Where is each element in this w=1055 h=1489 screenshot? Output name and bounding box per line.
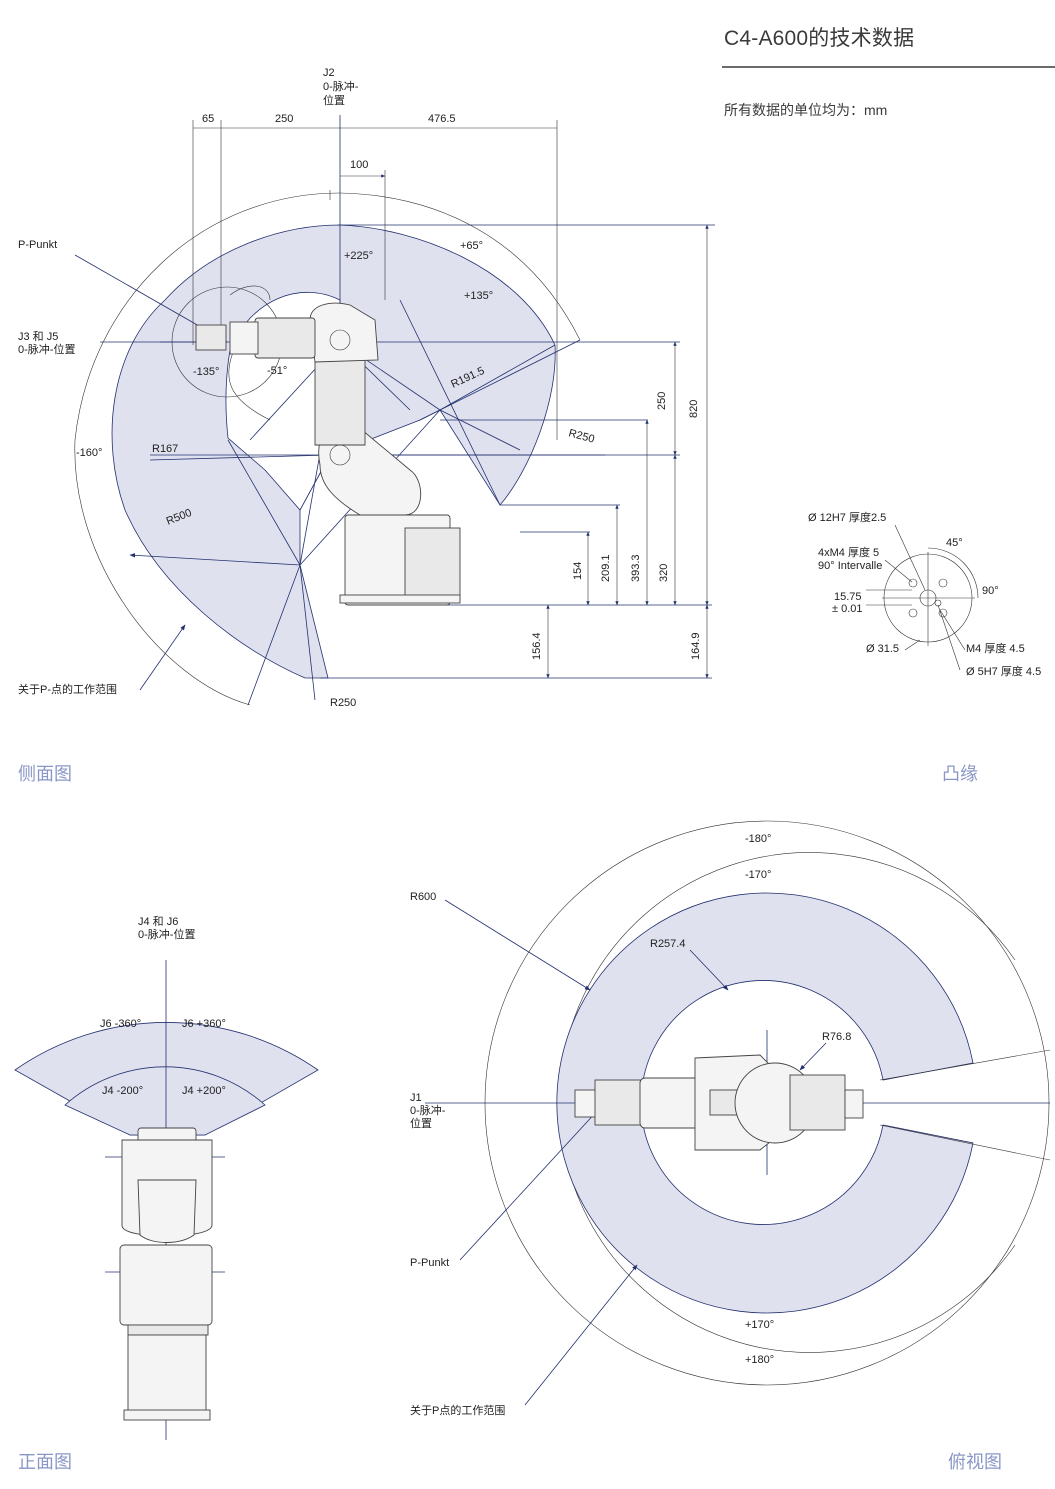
j6-neg-label: J6 -360° <box>100 1018 141 1030</box>
top-r257-label: R257.4 <box>650 938 685 950</box>
front-j4-sector <box>64 1066 266 1136</box>
j4j6-label-2: 0-脉冲-位置 <box>138 927 195 941</box>
flange-interval-label: 90° Intervalle <box>818 560 882 572</box>
outer-arc-r500 <box>74 192 581 706</box>
dim-320-v: 320 <box>658 564 670 582</box>
j4-neg-label: J4 -200° <box>102 1085 143 1097</box>
flange-outer-circle <box>883 553 973 643</box>
j1-label-2: 0-脉冲- <box>410 1103 446 1117</box>
j6-pos-label: J6 +360° <box>182 1018 226 1030</box>
j2-label-2: 0-脉冲- <box>323 79 359 93</box>
top-angle-p170: +170° <box>745 1319 774 1331</box>
top-robot-body <box>574 1054 864 1151</box>
flange-label: 凸缘 <box>942 764 978 784</box>
dim-156-v: 156.4 <box>531 632 543 660</box>
dim-100: 100 <box>350 159 368 171</box>
side-work-range-label: 关于P-点的工作范围 <box>18 682 117 696</box>
p-punkt-label: P-Punkt <box>18 239 57 251</box>
flange-detail: Ø 12H7 厚度2.5 4xM4 厚度 5 90° Intervalle 15… <box>808 510 1041 678</box>
flange-thread-label: 4xM4 厚度 5 <box>818 545 879 559</box>
radius-250a: R250 <box>567 427 596 445</box>
j4j6-label-1: J4 和 J6 <box>138 915 178 928</box>
dim-164-v: 164.9 <box>690 632 702 660</box>
flange-dia-label: Ø 31.5 <box>866 643 899 655</box>
flange-angle-45: 45° <box>946 537 963 549</box>
front-robot-body <box>119 1127 213 1421</box>
angle-m135: -135° <box>193 366 219 378</box>
dim-393-v: 393.3 <box>630 554 642 582</box>
title-rule <box>722 66 1055 68</box>
j3j5-label-1: J3 和 J5 <box>18 330 58 343</box>
angle-p65: +65° <box>460 240 483 252</box>
front-view-label: 正面图 <box>18 1452 72 1472</box>
top-angle-m170: -170° <box>745 869 771 881</box>
j2-label-1: J2 <box>323 67 335 79</box>
dim-250-v: 250 <box>656 392 668 410</box>
j1-label-1: J1 <box>410 1092 422 1104</box>
angle-p225: +225° <box>344 250 373 262</box>
top-work-envelope <box>556 892 974 1314</box>
side-robot-body <box>195 302 461 606</box>
flange-m4-label: M4 厚度 4.5 <box>966 641 1025 655</box>
angle-m51: -51° <box>267 365 287 377</box>
side-view-label: 侧面图 <box>18 764 72 784</box>
front-view: J4 和 J6 0-脉冲-位置 J6 -360° J6 +360° J4 -20… <box>14 915 319 1440</box>
flange-offset-top: 15.75 <box>834 591 862 603</box>
top-angle-m180: -180° <box>745 833 771 845</box>
top-work-range-label: 关于P点的工作范围 <box>410 1403 505 1417</box>
side-view: J2 0-脉冲- 位置 65 250 476.5 100 P-Punkt J3 … <box>18 67 715 709</box>
dim-820-v: 820 <box>688 400 700 418</box>
j2-label-3: 位置 <box>323 93 345 107</box>
dim-476: 476.5 <box>428 113 456 125</box>
dim-209-v: 209.1 <box>600 554 612 582</box>
j1-label-3: 位置 <box>410 1116 432 1130</box>
flange-pin-label: Ø 5H7 厚度 4.5 <box>966 664 1041 678</box>
top-p-punkt-label: P-Punkt <box>410 1257 449 1269</box>
unit-note: 所有数据的单位均为：mm <box>724 102 888 118</box>
radius-167: R167 <box>152 443 178 455</box>
flange-offset-bottom: ± 0.01 <box>832 603 863 615</box>
radius-250b: R250 <box>330 697 356 709</box>
top-angle-p180: +180° <box>745 1354 774 1366</box>
page-title: C4-A600的技术数据 <box>724 27 915 50</box>
top-view-label: 俯视图 <box>948 1452 1002 1472</box>
top-view: -180° -170° +170° +180° R600 R257.4 R76.… <box>410 820 1051 1417</box>
top-r600-label: R600 <box>410 891 436 903</box>
angle-p135: +135° <box>464 290 493 302</box>
top-r76-label: R76.8 <box>822 1031 851 1043</box>
flange-angle-90: 90° <box>982 585 999 597</box>
angle-m160: -160° <box>76 447 102 459</box>
flange-bore-label: Ø 12H7 厚度2.5 <box>808 510 886 524</box>
dim-154-v: 154 <box>572 562 584 580</box>
j3j5-label-2: 0-脉冲-位置 <box>18 342 75 356</box>
dim-65: 65 <box>202 113 214 125</box>
dim-250: 250 <box>275 113 293 125</box>
j4-pos-label: J4 +200° <box>182 1085 226 1097</box>
